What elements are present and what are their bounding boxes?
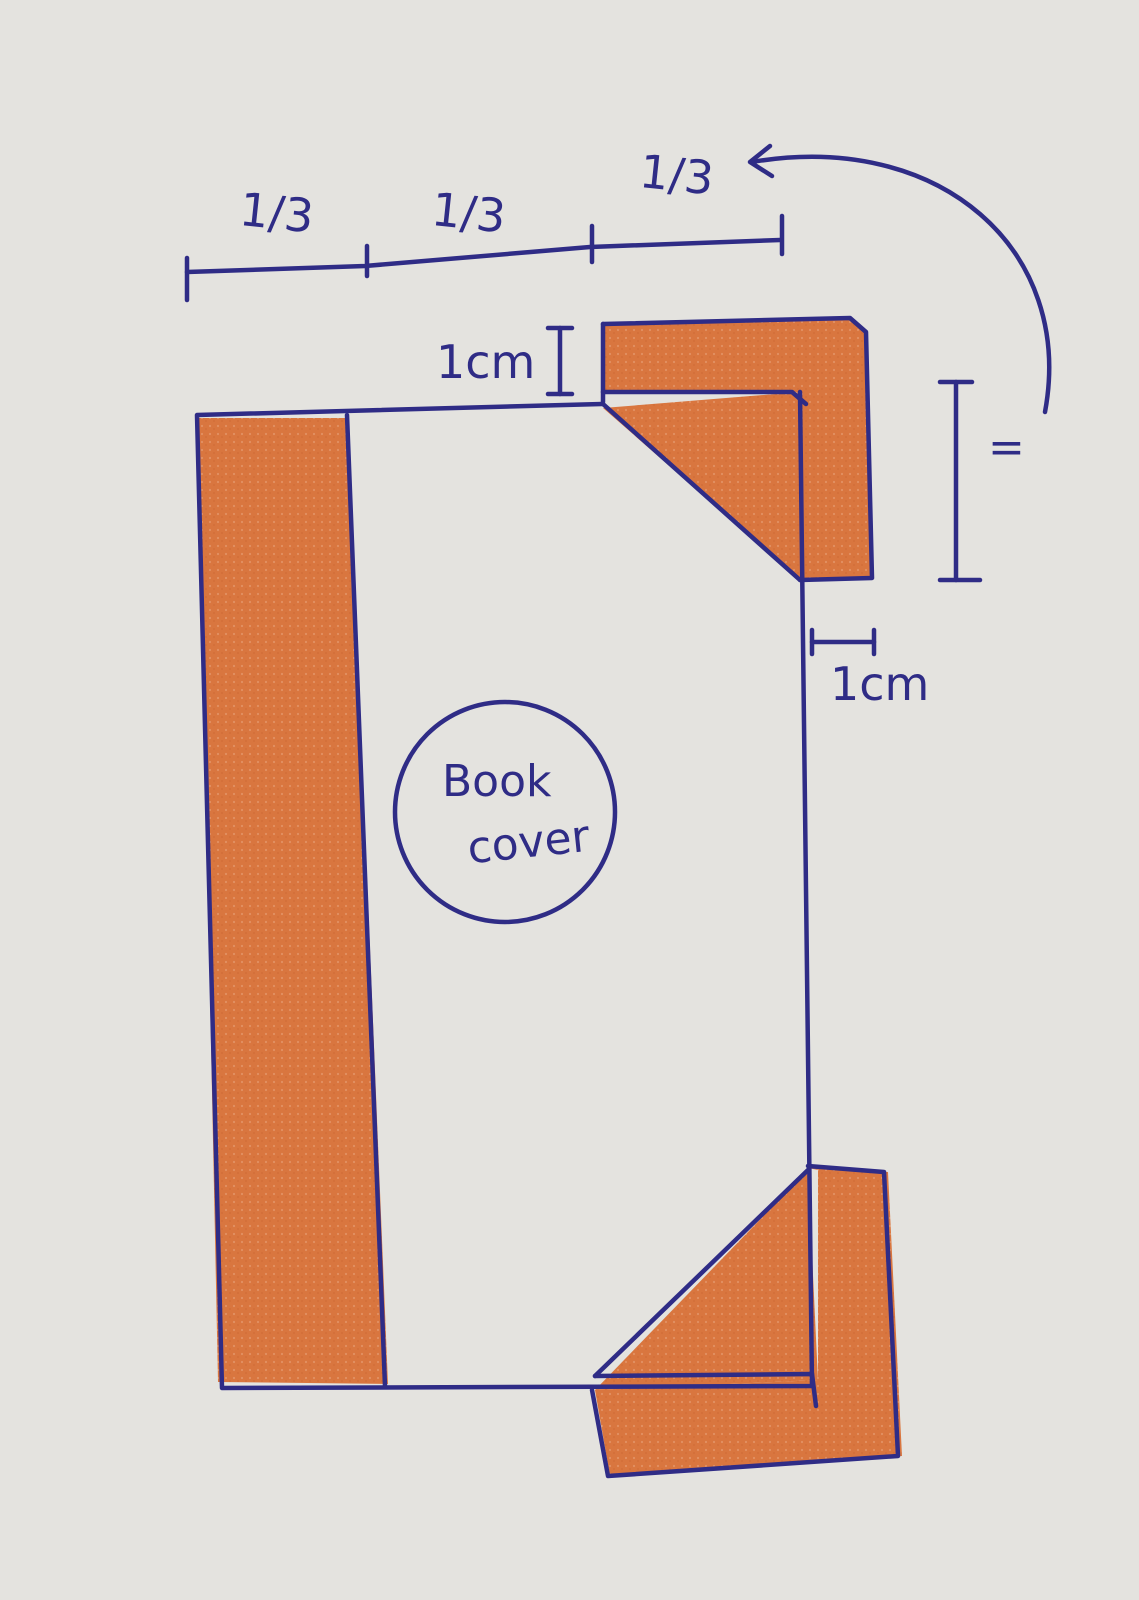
third-label-3: 1/3: [637, 144, 716, 205]
center-label-circle: [392, 699, 618, 925]
bottom-corner-outline: [589, 1163, 901, 1479]
equal-length-marker: [937, 379, 983, 583]
top-margin-label: 1cm: [436, 335, 535, 389]
bottom-corner-fill: [595, 1168, 902, 1476]
top-dimension-line: [184, 213, 785, 303]
top-corner-diagonal: [600, 401, 803, 583]
bottom-corner-diagonal: [592, 1167, 811, 1379]
side-margin-marker: [809, 627, 877, 657]
top-corner-outline: [600, 315, 875, 583]
left-strip-fill: [198, 418, 388, 1384]
center-label-line1: Book: [442, 756, 552, 807]
top-corner-fill: [603, 318, 872, 580]
bottom-corner-triangle-fill: [595, 1170, 818, 1390]
equal-sign: =: [988, 422, 1025, 473]
third-label-2: 1/3: [429, 182, 508, 243]
top-margin-marker: [545, 325, 575, 397]
book-cover-outline: [194, 389, 815, 1391]
left-strip-inner-edge: [344, 412, 388, 1389]
side-margin-label: 1cm: [830, 657, 929, 711]
third-label-1: 1/3: [237, 182, 316, 243]
fold-arrow: [747, 143, 1052, 415]
